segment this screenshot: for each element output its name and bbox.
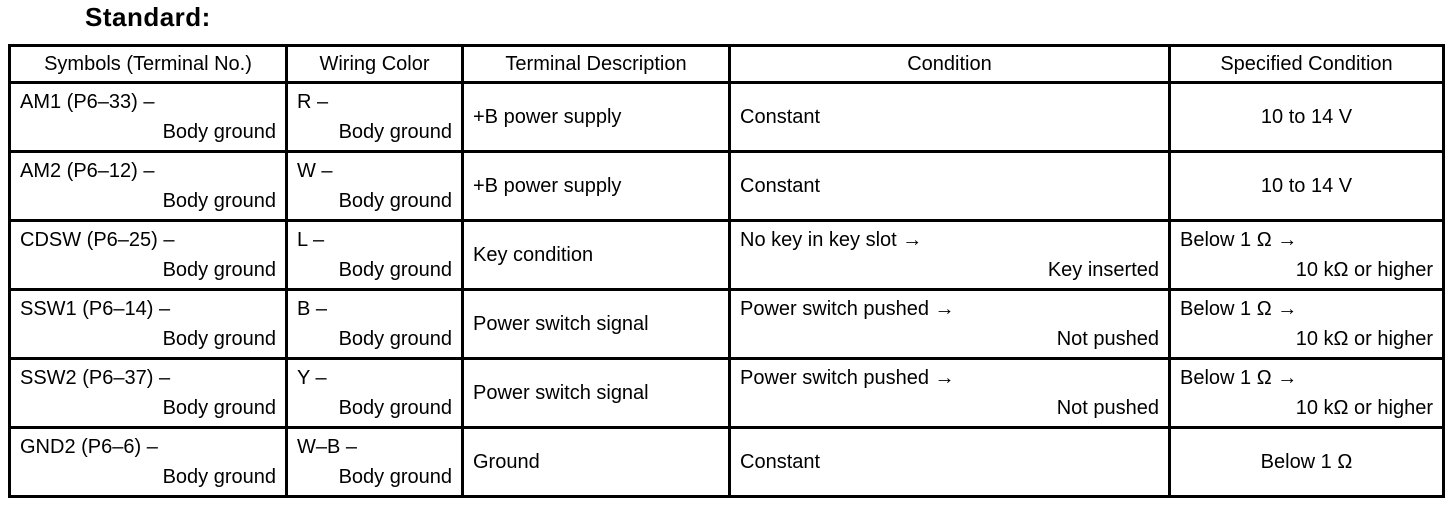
wiring-reference: Body ground xyxy=(338,397,452,419)
terminal-description: Key condition xyxy=(473,244,594,266)
specified-condition-cell: 10 to 14 V xyxy=(1168,81,1445,153)
symbol-cell: AM1 (P6–33) – Body ground xyxy=(8,81,288,153)
table-row: GND2 (P6–6) – Body ground W–B – Body gro… xyxy=(8,426,1445,498)
wiring-color-cell: L – Body ground xyxy=(285,219,464,291)
wiring-reference: Body ground xyxy=(338,466,452,488)
wiring-color: L – xyxy=(297,229,325,251)
wiring-color-cell: B – Body ground xyxy=(285,288,464,360)
specified-condition-text: 10 to 14 V xyxy=(1260,106,1353,128)
terminal-description: Ground xyxy=(473,451,540,473)
condition-after: Not pushed xyxy=(1056,397,1159,419)
symbol-cell: SSW1 (P6–14) – Body ground xyxy=(8,288,288,360)
wiring-reference: Body ground xyxy=(338,259,452,281)
col-header-wiring-color: Wiring Color xyxy=(285,44,464,84)
wiring-reference: Body ground xyxy=(338,328,452,350)
condition-after: Key inserted xyxy=(1047,259,1159,281)
symbol-reference: Body ground xyxy=(162,259,276,281)
symbol-reference: Body ground xyxy=(162,190,276,212)
symbol-cell: CDSW (P6–25) – Body ground xyxy=(8,219,288,291)
terminal-description: Power switch signal xyxy=(473,382,649,404)
wiring-color-cell: R – Body ground xyxy=(285,81,464,153)
specified-condition-cell: Below 1 Ω → 10 kΩ or higher xyxy=(1168,357,1445,429)
col-header-condition: Condition xyxy=(728,44,1171,84)
condition-cell: Power switch pushed → Not pushed xyxy=(728,288,1171,360)
specified-before: Below 1 Ω → xyxy=(1180,229,1298,251)
terminal-description-cell: Ground xyxy=(461,426,731,498)
symbol-terminal: CDSW (P6–25) – xyxy=(20,229,175,251)
terminal-description-cell: +B power supply xyxy=(461,150,731,222)
specified-condition-cell: Below 1 Ω xyxy=(1168,426,1445,498)
symbol-reference: Body ground xyxy=(162,466,276,488)
symbol-terminal: AM2 (P6–12) – xyxy=(20,160,155,182)
symbol-terminal: AM1 (P6–33) – xyxy=(20,91,155,113)
wiring-color: B – xyxy=(297,298,328,320)
wiring-color-cell: Y – Body ground xyxy=(285,357,464,429)
wiring-color-cell: W–B – Body ground xyxy=(285,426,464,498)
terminal-description: +B power supply xyxy=(473,106,622,128)
table-row: SSW2 (P6–37) – Body ground Y – Body grou… xyxy=(8,357,1445,429)
condition-text: Constant xyxy=(740,451,821,473)
specified-before: Below 1 Ω → xyxy=(1180,367,1298,389)
specified-condition-text: Below 1 Ω xyxy=(1260,451,1353,473)
terminal-description: Power switch signal xyxy=(473,313,649,335)
terminal-description: +B power supply xyxy=(473,175,622,197)
specified-after: 10 kΩ or higher xyxy=(1295,328,1433,350)
terminal-description-cell: +B power supply xyxy=(461,81,731,153)
col-header-terminal-description: Terminal Description xyxy=(461,44,731,84)
symbol-cell: AM2 (P6–12) – Body ground xyxy=(8,150,288,222)
symbol-reference: Body ground xyxy=(162,328,276,350)
terminal-description-cell: Power switch signal xyxy=(461,288,731,360)
col-header-specified-condition: Specified Condition xyxy=(1168,44,1445,84)
condition-cell: Constant xyxy=(728,426,1171,498)
wiring-color: Y – xyxy=(297,367,327,389)
table-row: CDSW (P6–25) – Body ground L – Body grou… xyxy=(8,219,1445,291)
wiring-reference: Body ground xyxy=(338,190,452,212)
condition-after: Not pushed xyxy=(1056,328,1159,350)
specified-after: 10 kΩ or higher xyxy=(1295,259,1433,281)
wiring-color: R – xyxy=(297,91,329,113)
wiring-reference: Body ground xyxy=(338,121,452,143)
condition-before: Power switch pushed → xyxy=(740,367,955,389)
symbol-reference: Body ground xyxy=(162,397,276,419)
wiring-color-cell: W – Body ground xyxy=(285,150,464,222)
table-row: AM1 (P6–33) – Body ground R – Body groun… xyxy=(8,81,1445,153)
condition-text: Constant xyxy=(740,175,821,197)
table-row: SSW1 (P6–14) – Body ground B – Body grou… xyxy=(8,288,1445,360)
terminal-description-cell: Key condition xyxy=(461,219,731,291)
condition-cell: Constant xyxy=(728,81,1171,153)
symbol-terminal: SSW2 (P6–37) – xyxy=(20,367,171,389)
wiring-color: W – xyxy=(297,160,333,182)
specified-condition-cell: Below 1 Ω → 10 kΩ or higher xyxy=(1168,288,1445,360)
symbol-cell: SSW2 (P6–37) – Body ground xyxy=(8,357,288,429)
symbol-terminal: SSW1 (P6–14) – xyxy=(20,298,171,320)
condition-cell: Constant xyxy=(728,150,1171,222)
terminal-spec-table: Symbols (Terminal No.) Wiring Color Term… xyxy=(8,44,1445,498)
specified-condition-text: 10 to 14 V xyxy=(1260,175,1353,197)
specified-before: Below 1 Ω → xyxy=(1180,298,1298,320)
page-title: Standard: xyxy=(85,2,211,32)
specified-after: 10 kΩ or higher xyxy=(1295,397,1433,419)
table-header-row: Symbols (Terminal No.) Wiring Color Term… xyxy=(8,44,1445,84)
condition-text: Constant xyxy=(740,106,821,128)
symbol-reference: Body ground xyxy=(162,121,276,143)
symbol-terminal: GND2 (P6–6) – xyxy=(20,436,158,458)
table-row: AM2 (P6–12) – Body ground W – Body groun… xyxy=(8,150,1445,222)
condition-cell: No key in key slot → Key inserted xyxy=(728,219,1171,291)
symbol-cell: GND2 (P6–6) – Body ground xyxy=(8,426,288,498)
condition-before: Power switch pushed → xyxy=(740,298,955,320)
condition-cell: Power switch pushed → Not pushed xyxy=(728,357,1171,429)
specified-condition-cell: 10 to 14 V xyxy=(1168,150,1445,222)
wiring-color: W–B – xyxy=(297,436,358,458)
specified-condition-cell: Below 1 Ω → 10 kΩ or higher xyxy=(1168,219,1445,291)
terminal-description-cell: Power switch signal xyxy=(461,357,731,429)
col-header-symbols: Symbols (Terminal No.) xyxy=(8,44,288,84)
condition-before: No key in key slot → xyxy=(740,229,923,251)
